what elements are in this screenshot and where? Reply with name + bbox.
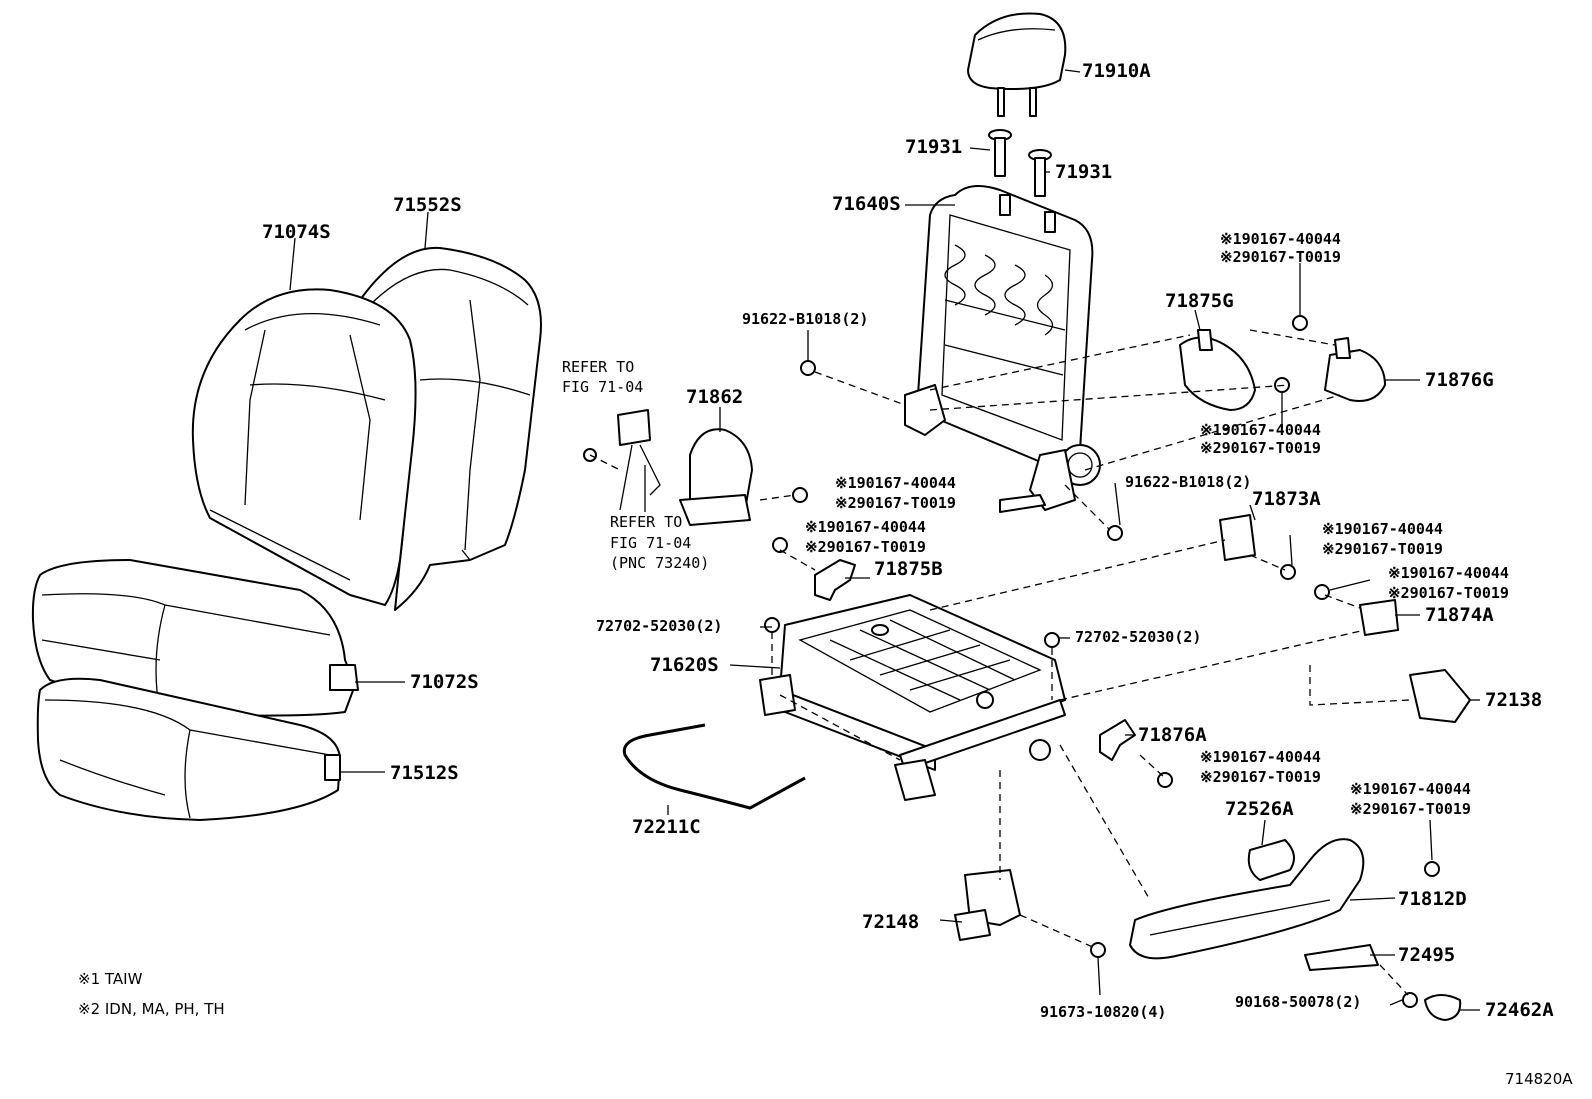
label-71876G[interactable]: 71876G [1425, 369, 1494, 391]
label-71875G[interactable]: 71875G [1165, 290, 1234, 312]
code-2-f[interactable]: ※290167-T0019 [1388, 584, 1509, 602]
label-72138[interactable]: 72138 [1485, 689, 1543, 711]
seatback-frame-71640S [904, 185, 1101, 513]
code-2-a[interactable]: ※290167-T0019 [1220, 248, 1341, 266]
label-71074S[interactable]: 71074S [262, 221, 331, 243]
label-91673[interactable]: 91673-10820(4) [1040, 1003, 1167, 1021]
refer-2-line-3: (PNC 73240) [610, 554, 710, 572]
label-71910A[interactable]: 71910A [1082, 60, 1151, 82]
knob-71875B [814, 559, 856, 601]
code-2-d[interactable]: ※290167-T0019 [805, 538, 926, 556]
refer-2-line-2[interactable]: FIG 71-04 [610, 534, 692, 552]
label-72702-a[interactable]: 72702-52030(2) [596, 617, 723, 635]
bolts [764, 315, 1440, 1008]
seat-adjuster-71620S [759, 594, 1066, 801]
code-2-b[interactable]: ※290167-T0019 [1200, 439, 1321, 457]
code-1-c[interactable]: ※190167-40044 [835, 474, 956, 492]
knob-72526A [1247, 839, 1295, 881]
code-1-a[interactable]: ※190167-40044 [1220, 230, 1341, 248]
code-1-e[interactable]: ※190167-40044 [1322, 520, 1443, 538]
code-2-h[interactable]: ※290167-T0019 [1350, 800, 1471, 818]
label-71875B[interactable]: 71875B [874, 558, 943, 580]
cover-71862 [679, 428, 753, 526]
label-72148[interactable]: 72148 [862, 911, 920, 933]
label-71873A[interactable]: 71873A [1252, 488, 1321, 510]
cover-71876A [1099, 719, 1136, 761]
headrest-71910A [967, 12, 1067, 117]
refer-1-line-1: REFER TO [562, 358, 635, 376]
legend-note-2: ※2 IDN, MA, PH, TH [78, 1000, 225, 1018]
label-71931-a[interactable]: 71931 [905, 136, 963, 158]
belt-anchor [583, 409, 661, 511]
label-71876A[interactable]: 71876A [1138, 724, 1207, 746]
code-1-g[interactable]: ※190167-40044 [1200, 748, 1321, 766]
code-1-d[interactable]: ※190167-40044 [805, 518, 926, 536]
lock-wire-72211C [622, 723, 806, 810]
label-71512S[interactable]: 71512S [390, 762, 459, 784]
label-71874A[interactable]: 71874A [1425, 604, 1494, 626]
diagram-id: 714820A [1505, 1070, 1573, 1088]
label-72702-b[interactable]: 72702-52030(2) [1075, 628, 1202, 646]
label-71931-b[interactable]: 71931 [1055, 161, 1113, 183]
seat-cushion-cover-71072S [31, 559, 359, 717]
label-71812D[interactable]: 71812D [1398, 888, 1467, 910]
label-72211C[interactable]: 72211C [632, 816, 701, 838]
bracket-71873A [1219, 514, 1256, 561]
label-71862[interactable]: 71862 [686, 386, 744, 408]
code-1-h[interactable]: ※190167-40044 [1350, 780, 1471, 798]
label-72462A[interactable]: 72462A [1485, 999, 1554, 1021]
headrest-guide-71931 [988, 129, 1052, 197]
bracket-71874A [1359, 599, 1399, 636]
cover-71875G [1179, 329, 1256, 411]
label-71620S[interactable]: 71620S [650, 654, 719, 676]
legend-note-1: ※1 TAIW [78, 970, 143, 988]
seatback-pad-71074S [191, 288, 417, 606]
code-2-e[interactable]: ※290167-T0019 [1322, 540, 1443, 558]
refer-2-line-1: REFER TO [610, 513, 683, 531]
label-72526A[interactable]: 72526A [1225, 798, 1294, 820]
label-71072S[interactable]: 71072S [410, 671, 479, 693]
cap-72462A [1424, 994, 1462, 1021]
cover-72495 [1304, 944, 1379, 971]
refer-1-line-2[interactable]: FIG 71-04 [562, 378, 644, 396]
label-91622-a[interactable]: 91622-B1018(2) [742, 310, 869, 328]
label-91622-b[interactable]: 91622-B1018(2) [1125, 473, 1252, 491]
leader-lines [289, 69, 1480, 1011]
code-1-f[interactable]: ※190167-40044 [1388, 564, 1509, 582]
cover-71876G [1324, 337, 1386, 402]
label-72495[interactable]: 72495 [1398, 944, 1456, 966]
bracket-72148 [954, 869, 1021, 941]
label-71552S[interactable]: 71552S [393, 194, 462, 216]
seat-cushion-pad-71512S [36, 677, 341, 821]
code-2-g[interactable]: ※290167-T0019 [1200, 768, 1321, 786]
code-1-b[interactable]: ※190167-40044 [1200, 421, 1321, 439]
shield-71812D [1129, 838, 1365, 960]
label-71640S[interactable]: 71640S [832, 193, 901, 215]
code-2-c[interactable]: ※290167-T0019 [835, 494, 956, 512]
label-90168[interactable]: 90168-50078(2) [1235, 993, 1362, 1011]
cover-72138 [1409, 669, 1471, 723]
alignment-lines [589, 329, 1411, 996]
